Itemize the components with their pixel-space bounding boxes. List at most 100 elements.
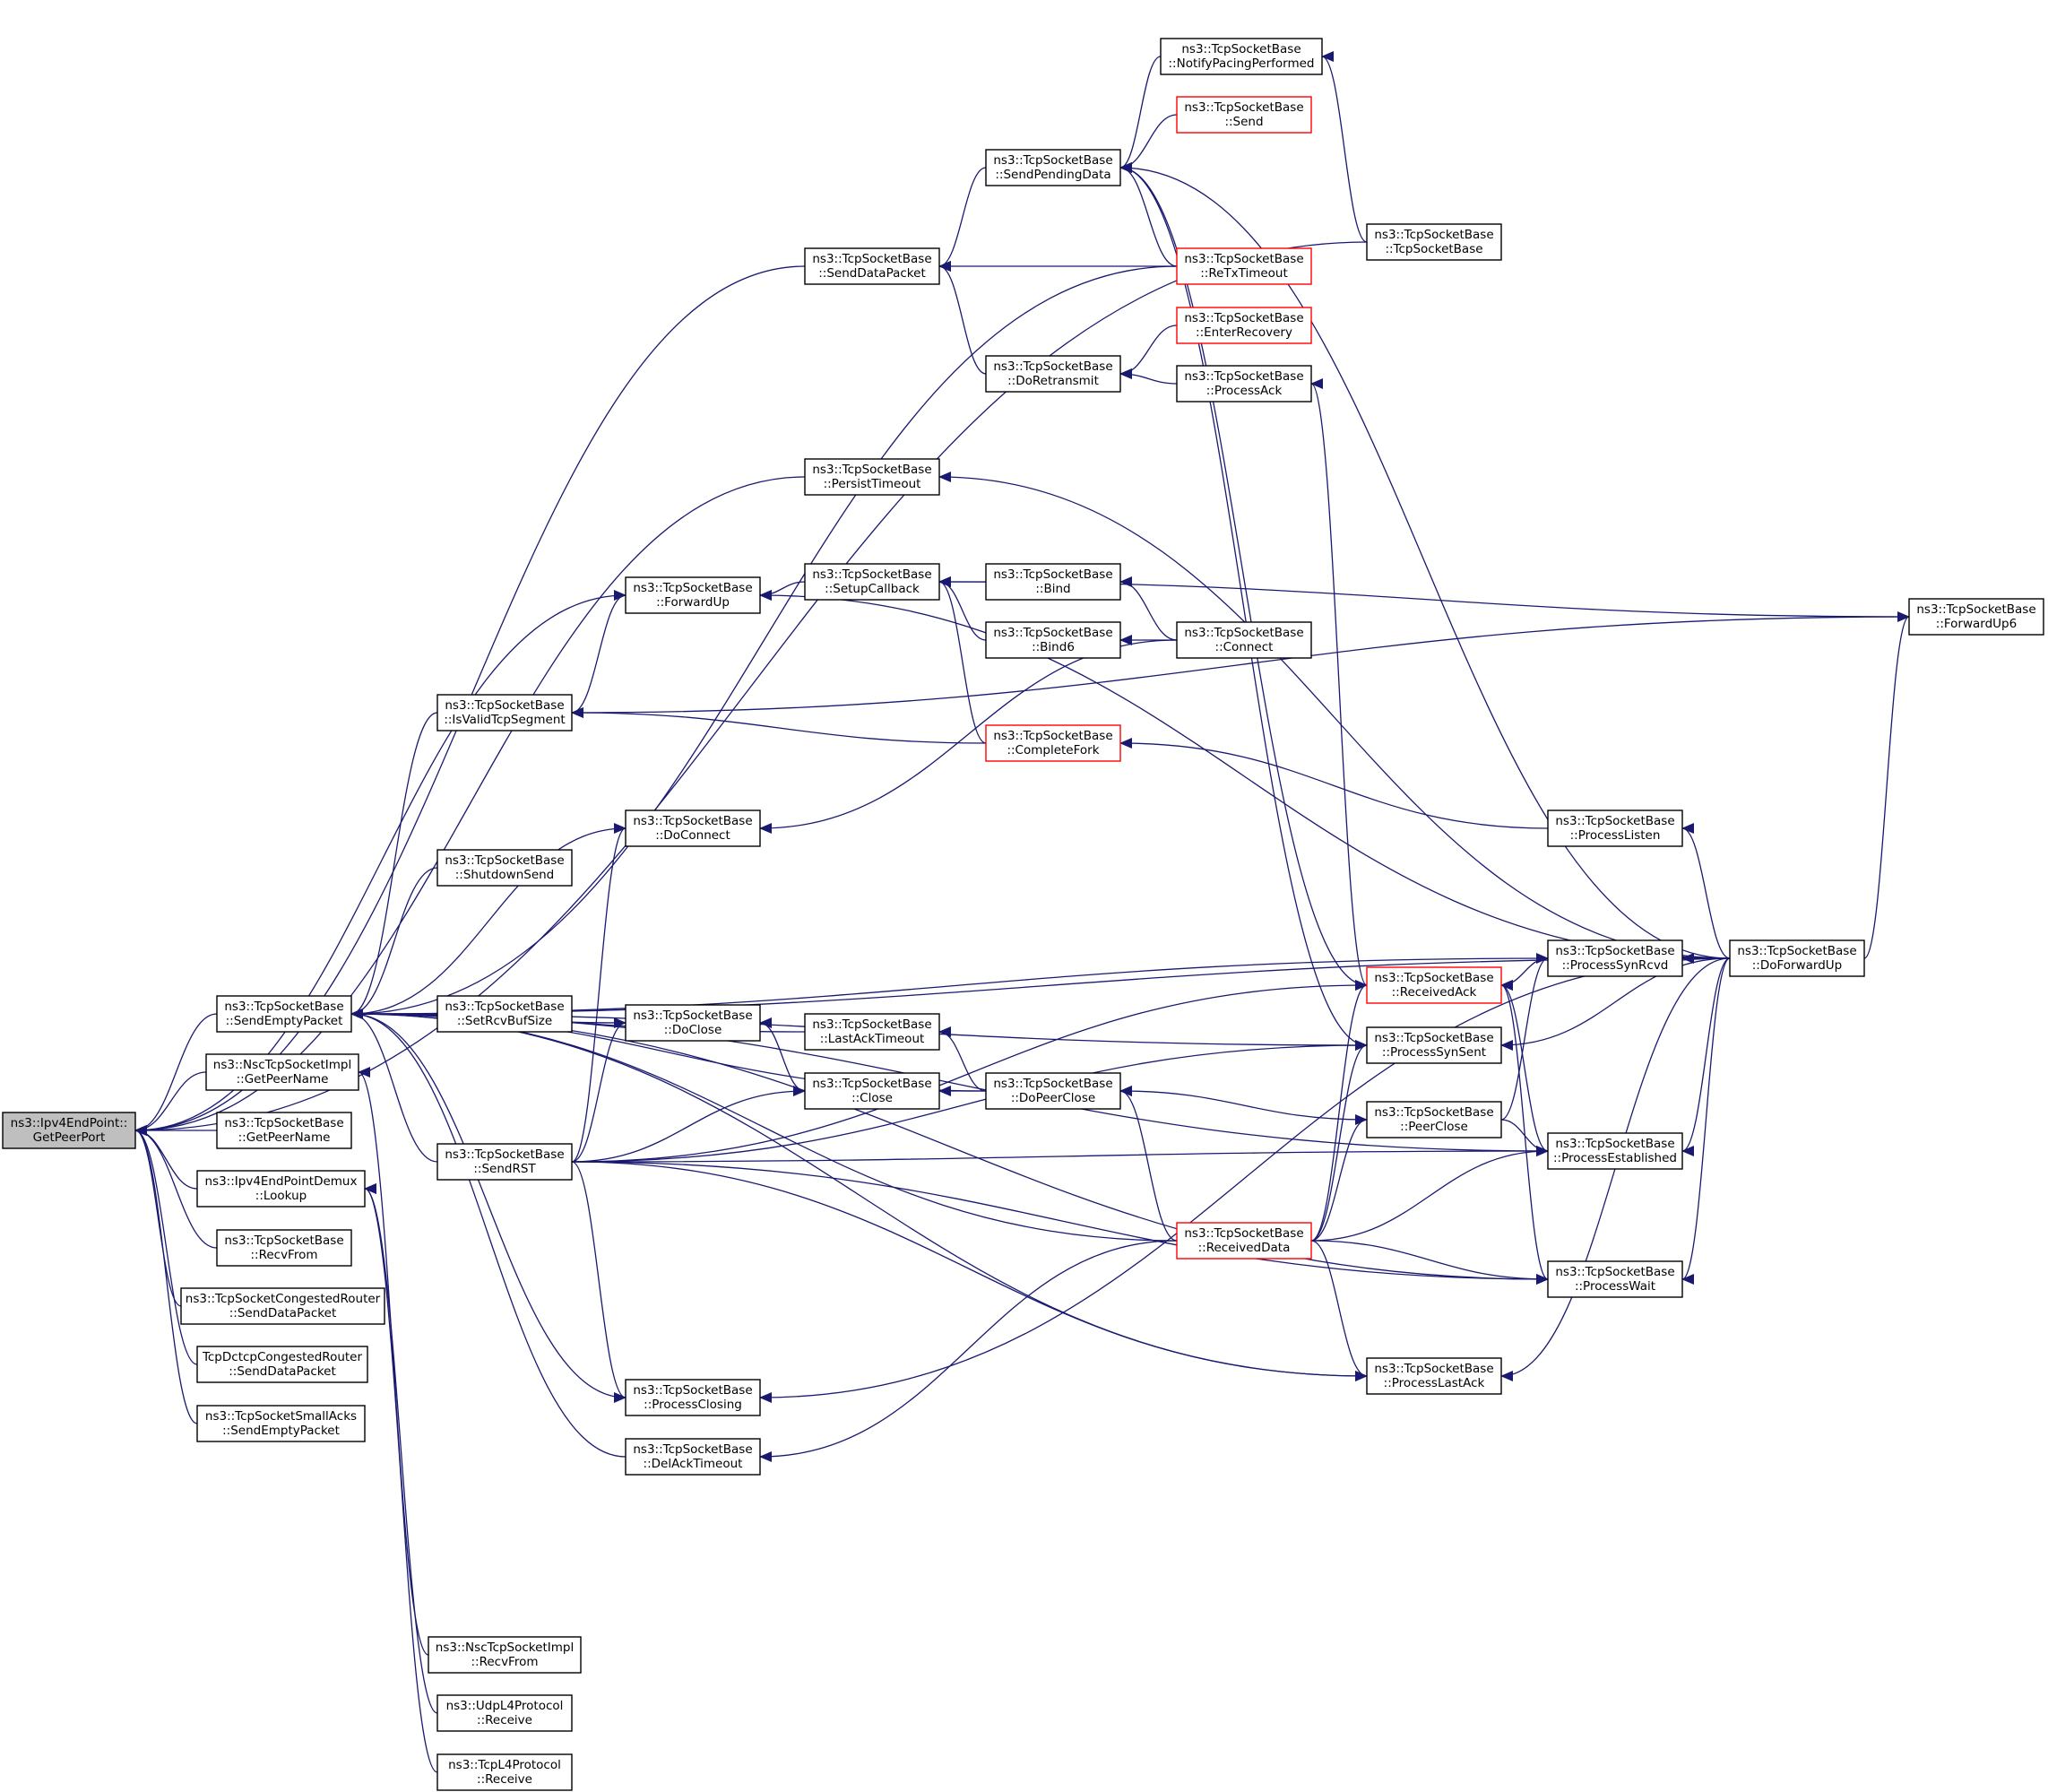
node-DoPeerClose[interactable]: ns3::TcpSocketBase::DoPeerClose: [985, 1072, 1121, 1110]
node-box: [1908, 598, 2044, 636]
node-box: [1547, 1132, 1683, 1170]
node-SetRcvBufSize[interactable]: ns3::TcpSocketBase::SetRcvBufSize: [436, 995, 573, 1033]
edge-NotifyPacing-to-SendPendingData: [1119, 56, 1162, 173]
node-DctcpSendData[interactable]: TcpDctcpCongestedRouter::SendDataPacket: [196, 1346, 368, 1383]
node-ReTxTimeout[interactable]: ns3::TcpSocketBase::ReTxTimeout: [1176, 247, 1312, 285]
node-label: ns3::TcpSocketBase: [445, 698, 564, 713]
node-DoRetransmit[interactable]: ns3::TcpSocketBase::DoRetransmit: [985, 355, 1121, 393]
node-ProcessClosing[interactable]: ns3::TcpSocketBase::ProcessClosing: [625, 1379, 761, 1416]
node-box: [2, 1112, 136, 1149]
node-root[interactable]: ns3::Ipv4EndPoint::GetPeerPort: [2, 1112, 136, 1149]
node-TcpGetPeerName[interactable]: ns3::TcpSocketBase::GetPeerName: [216, 1112, 352, 1149]
node-SendDataPacket[interactable]: ns3::TcpSocketBase::SendDataPacket: [804, 247, 940, 285]
node-SendRST[interactable]: ns3::TcpSocketBase::SendRST: [436, 1143, 573, 1181]
node-TcpSocketBase[interactable]: ns3::TcpSocketBase::TcpSocketBase: [1366, 223, 1502, 261]
node-box: [436, 1694, 573, 1732]
node-label: ns3::TcpSocketBase: [445, 1147, 564, 1162]
node-RecvFrom[interactable]: ns3::TcpSocketBase::RecvFrom: [216, 1229, 352, 1267]
node-label: ns3::NscTcpSocketImpl: [436, 1641, 574, 1655]
node-EnterRecovery[interactable]: ns3::TcpSocketBase::EnterRecovery: [1176, 307, 1312, 344]
node-box: [196, 1405, 366, 1442]
edge-ProcessClosing-to-SendEmptyPacket: [350, 1009, 626, 1398]
node-LastAckTimeout[interactable]: ns3::TcpSocketBase::LastAckTimeout: [804, 1013, 940, 1051]
node-box: [1176, 621, 1312, 659]
edge-ReceivedData-to-ProcessWait: [1310, 1240, 1549, 1285]
node-label: ::ReTxTimeout: [1200, 266, 1288, 281]
node-label: ::ProcessLastAck: [1384, 1376, 1485, 1390]
node-label: ns3::UdpL4Protocol: [446, 1699, 564, 1713]
edge-DoForwardUp-to-ForwardUp6: [1863, 611, 1910, 959]
node-Lookup[interactable]: ns3::Ipv4EndPointDemux::Lookup: [196, 1170, 366, 1208]
node-ProcessAck[interactable]: ns3::TcpSocketBase::ProcessAck: [1176, 365, 1312, 403]
node-TcpReceive[interactable]: ns3::TcpL4Protocol::Receive: [436, 1753, 573, 1791]
node-label: ::GetPeerName: [238, 1130, 331, 1145]
node-label: ns3::TcpSocketBase: [993, 729, 1112, 743]
node-label: ns3::TcpSocketBase: [224, 1000, 343, 1014]
node-label: ::RecvFrom: [250, 1248, 317, 1262]
node-Bind6[interactable]: ns3::TcpSocketBase::Bind6: [985, 621, 1121, 659]
node-label: ns3::TcpSocketBase: [1374, 971, 1493, 985]
node-NotifyPacing[interactable]: ns3::TcpSocketBase::NotifyPacingPerforme…: [1160, 38, 1323, 75]
node-Bind[interactable]: ns3::TcpSocketBase::Bind: [985, 563, 1121, 601]
node-ForwardUp6[interactable]: ns3::TcpSocketBase::ForwardUp6: [1908, 598, 2044, 636]
node-SmallAcks[interactable]: ns3::TcpSocketSmallAcks::SendEmptyPacket: [196, 1405, 366, 1442]
edge-ReceivedData-to-DoPeerClose: [1119, 1086, 1178, 1242]
edge-RecvFrom-to-root: [134, 1125, 218, 1249]
node-label: ::SendDataPacket: [818, 266, 926, 281]
node-Connect[interactable]: ns3::TcpSocketBase::Connect: [1176, 621, 1312, 659]
node-Close[interactable]: ns3::TcpSocketBase::Close: [804, 1072, 940, 1110]
edge-SmallAcks-to-root: [134, 1125, 198, 1424]
node-PersistTimeout[interactable]: ns3::TcpSocketBase::PersistTimeout: [804, 458, 940, 496]
node-box: [436, 995, 573, 1033]
node-box: [1176, 247, 1312, 285]
node-ProcessWait[interactable]: ns3::TcpSocketBase::ProcessWait: [1547, 1260, 1683, 1298]
node-DoConnect[interactable]: ns3::TcpSocketBase::DoConnect: [625, 809, 761, 847]
node-SendEmptyPacket[interactable]: ns3::TcpSocketBase::SendEmptyPacket: [216, 995, 352, 1033]
node-UdpReceive[interactable]: ns3::UdpL4Protocol::Receive: [436, 1694, 573, 1732]
node-label: ns3::TcpSocketBase: [1555, 944, 1674, 958]
node-label: ::DoRetransmit: [1007, 374, 1099, 388]
node-IsValidTcpSegment[interactable]: ns3::TcpSocketBase::IsValidTcpSegment: [436, 694, 573, 732]
node-NscGetPeerName[interactable]: ns3::NscTcpSocketImpl::GetPeerName: [205, 1053, 359, 1091]
node-box: [804, 458, 940, 496]
node-label: ::SendDataPacket: [229, 1306, 337, 1320]
node-NscRecvFrom[interactable]: ns3::NscTcpSocketImpl::RecvFrom: [428, 1636, 582, 1674]
node-label: ::ForwardUp: [656, 595, 730, 610]
edge-SendRST-to-Close: [571, 1086, 806, 1163]
node-box: [1547, 809, 1683, 847]
node-box: [205, 1053, 359, 1091]
node-label: ::DoConnect: [655, 828, 730, 843]
node-Send[interactable]: ns3::TcpSocketBase::Send: [1176, 96, 1312, 134]
node-DoForwardUp[interactable]: ns3::TcpSocketBase::DoForwardUp: [1729, 939, 1865, 977]
node-ProcessSynSent[interactable]: ns3::TcpSocketBase::ProcessSynSent: [1366, 1026, 1502, 1064]
node-box: [1547, 939, 1683, 977]
node-box: [1366, 1101, 1502, 1138]
node-DelAckTimeout[interactable]: ns3::TcpSocketBase::DelAckTimeout: [625, 1438, 761, 1476]
node-box: [1366, 1357, 1502, 1395]
node-label: ns3::TcpSocketBase: [1374, 1031, 1493, 1045]
node-label: ns3::TcpSocketBase: [1184, 1226, 1303, 1241]
node-PeerClose[interactable]: ns3::TcpSocketBase::PeerClose: [1366, 1101, 1502, 1138]
node-SendPendingData[interactable]: ns3::TcpSocketBase::SendPendingData: [985, 149, 1121, 186]
edge-SendRST-to-ProcessSynSent: [571, 1040, 1368, 1163]
node-ReceivedAck[interactable]: ns3::TcpSocketBase::ReceivedAck: [1366, 966, 1502, 1004]
node-ProcessEstablished[interactable]: ns3::TcpSocketBase::ProcessEstablished: [1547, 1132, 1683, 1170]
node-label: ::SendPendingData: [995, 168, 1110, 182]
node-CongSendData[interactable]: ns3::TcpSocketCongestedRouter::SendDataP…: [180, 1287, 385, 1325]
node-ShutdownSend[interactable]: ns3::TcpSocketBase::ShutdownSend: [436, 849, 573, 887]
node-label: ns3::TcpSocketBase: [1555, 814, 1674, 828]
node-ProcessSynRcvd[interactable]: ns3::TcpSocketBase::ProcessSynRcvd: [1547, 939, 1683, 977]
edge-ProcessEstablished-to-ReceivedAck: [1500, 980, 1549, 1152]
node-ReceivedData[interactable]: ns3::TcpSocketBase::ReceivedData: [1176, 1222, 1312, 1260]
node-ProcessListen[interactable]: ns3::TcpSocketBase::ProcessListen: [1547, 809, 1683, 847]
edge-SendRST-to-ReceivedAck: [571, 980, 1368, 1163]
edge-ShutdownSend-to-SendEmptyPacket: [350, 867, 438, 1019]
node-SetupCallback[interactable]: ns3::TcpSocketBase::SetupCallback: [804, 563, 940, 601]
edge-DoForwardUp-to-ProcessListen: [1681, 823, 1731, 959]
node-DoClose[interactable]: ns3::TcpSocketBase::DoClose: [625, 1004, 761, 1042]
edge-ProcessSynSent-to-SendPendingData: [1119, 162, 1368, 1046]
node-ForwardUp[interactable]: ns3::TcpSocketBase::ForwardUp: [625, 576, 761, 614]
node-CompleteFork[interactable]: ns3::TcpSocketBase::CompleteFork: [985, 724, 1121, 762]
node-ProcessLastAck[interactable]: ns3::TcpSocketBase::ProcessLastAck: [1366, 1357, 1502, 1395]
edge-Connect-to-Bind: [1119, 576, 1178, 641]
